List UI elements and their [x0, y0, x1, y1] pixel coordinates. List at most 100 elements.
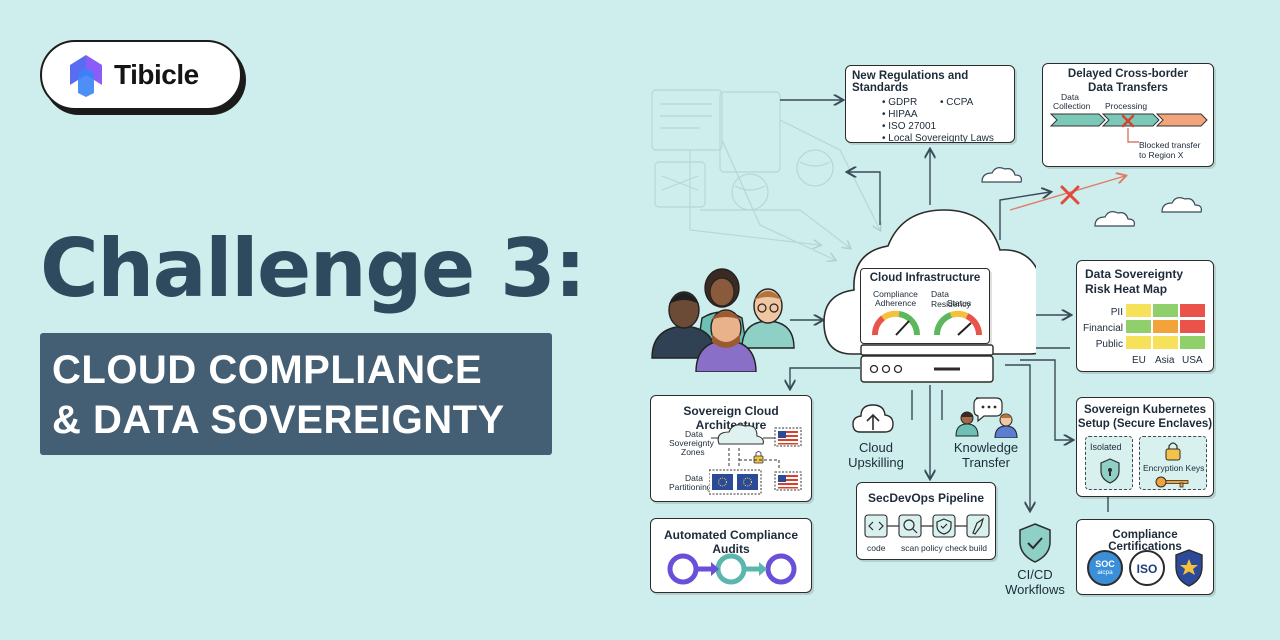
cloud-infrastructure-panel[interactable]: Cloud Infrastructure Compliance Adherenc…	[860, 268, 990, 344]
gauge-residency-label: Status	[947, 298, 972, 308]
knowledge-transfer-label: Knowledge Transfer	[944, 440, 1028, 470]
kubernetes-title-line-1: Sovereign Kubernetes	[1083, 404, 1207, 416]
certification-shield-icon[interactable]	[1173, 548, 1205, 588]
heatmap-cell	[1179, 319, 1206, 334]
iso-badge[interactable]: ISO	[1129, 550, 1165, 586]
kubernetes-title-line-2: Setup (Secure Enclaves)	[1077, 418, 1213, 430]
step-collection-label: Data	[1061, 92, 1079, 102]
heatmap-row-label: Financial	[1082, 323, 1123, 334]
regulation-item: • ISO 27001	[882, 121, 937, 132]
pipeline-step-label: scan	[901, 543, 919, 553]
gauge-residency-icon	[933, 310, 983, 336]
cloud-upskilling-line: Upskilling	[848, 455, 904, 470]
heatmap-cell	[1179, 303, 1206, 318]
regulations-title: New Regulations and Standards	[852, 70, 969, 94]
subtitle-box: CLOUD COMPLIANCE & DATA SOVEREIGNTY	[40, 333, 552, 455]
step-collection-label: Collection	[1053, 101, 1091, 111]
brand-logo[interactable]: Tibicle	[40, 40, 242, 110]
headline: Challenge 3:	[40, 222, 586, 315]
lock-icon	[1165, 442, 1181, 461]
regulations-box[interactable]: New Regulations and Standards • GDPR • C…	[845, 65, 1015, 144]
audits-title: Automated Compliance Audits	[663, 528, 798, 556]
heatmap-title-line-2: Risk Heat Map	[1085, 282, 1168, 296]
heatmap-col-label: EU	[1132, 355, 1146, 366]
blocked-transfer-label: to Region X	[1139, 150, 1184, 160]
step-processing-label: Processing	[1105, 101, 1148, 111]
heatmap-cell	[1152, 319, 1179, 334]
blocked-transfer-label: Blocked transfer	[1139, 140, 1201, 150]
cloud-upload-icon	[852, 404, 894, 433]
risk-heatmap-box[interactable]: Data Sovereignty Risk Heat Map PII Finan…	[1076, 260, 1214, 372]
soc-badge-text: SOC	[1095, 559, 1115, 569]
compliance-certifications-box[interactable]: Compliance Certifications SOC aicpa ISO	[1076, 519, 1214, 595]
zones-label: Zones	[681, 447, 705, 457]
heatmap-cell	[1125, 335, 1152, 350]
transfers-box[interactable]: Delayed Cross-border Data Transfers Data…	[1042, 63, 1214, 167]
regulation-item: • Local Sovereignty Laws	[882, 133, 994, 144]
architecture-title: Sovereign Cloud Architecture	[683, 404, 779, 432]
heatmap-row-label: PII	[1110, 307, 1123, 318]
regulation-item: • CCPA	[940, 97, 974, 108]
encryption-enclave: Encryption Keys	[1139, 436, 1207, 490]
transfer-flow-arrows	[1049, 113, 1208, 143]
zones-label: Sovereignty	[669, 438, 714, 448]
audit-cycle-icon	[667, 553, 797, 585]
transfers-title-line-2: Data Transfers	[1088, 82, 1168, 94]
tibicle-logo-icon	[70, 55, 102, 97]
heatmap-cell	[1125, 319, 1152, 334]
heatmap-grid	[1125, 303, 1207, 351]
cloud-upskilling-line: Cloud	[859, 440, 893, 455]
compliance-audits-box[interactable]: Automated Compliance Audits	[650, 518, 812, 593]
secdevops-title: SecDevOps Pipeline	[867, 491, 985, 505]
cloud-infrastructure-title: Cloud Infrastructure	[869, 272, 981, 284]
knowledge-transfer-line: Transfer	[962, 455, 1010, 470]
heatmap-cell	[1152, 335, 1179, 350]
blocked-x-icon	[1060, 185, 1080, 205]
shield-icon	[1100, 458, 1120, 484]
sovereign-architecture-box[interactable]: Sovereign Cloud Architecture Data Sovere…	[650, 395, 812, 502]
cicd-line: CI/CD	[1017, 567, 1053, 582]
encryption-keys-label: Encryption Keys	[1143, 463, 1205, 473]
small-clouds	[981, 167, 1202, 227]
soc-badge-subtext: aicpa	[1097, 569, 1113, 576]
heatmap-cell	[1179, 335, 1206, 350]
pipeline-step-label: build	[969, 543, 987, 553]
isolated-label: Isolated	[1090, 442, 1122, 452]
regulation-item: • GDPR	[882, 97, 918, 108]
cicd-shield-icon	[1019, 523, 1051, 563]
brand-name: Tibicle	[114, 59, 199, 90]
regulation-item: • HIPAA	[882, 109, 918, 120]
partitioning-label: Data	[685, 473, 703, 483]
gauge-residency-label: Data Residency	[931, 289, 971, 309]
pipeline-steps-icon	[864, 514, 990, 538]
gauge-compliance-icon	[872, 310, 921, 336]
architecture-illustration	[709, 424, 802, 495]
secdevops-pipeline-box[interactable]: SecDevOps Pipeline code scan policy chec…	[856, 482, 996, 560]
gauge-compliance-label: Adherence	[875, 298, 917, 308]
heatmap-cell	[1152, 303, 1179, 318]
subtitle-line-1: CLOUD COMPLIANCE	[52, 348, 483, 392]
certifications-title: Compliance Certifications	[1108, 529, 1182, 553]
isolated-enclave: Isolated	[1085, 436, 1133, 490]
heatmap-col-label: USA	[1182, 355, 1203, 366]
team-people-icon	[651, 268, 795, 372]
gauge-compliance-label: Compliance	[873, 289, 918, 299]
subtitle-line-2: & DATA SOVEREIGNTY	[52, 398, 505, 442]
heatmap-row-label: Public	[1095, 339, 1123, 350]
zones-label: Data	[685, 429, 703, 439]
key-icon	[1155, 476, 1189, 488]
sovereign-kubernetes-box[interactable]: Sovereign Kubernetes Setup (Secure Encla…	[1076, 397, 1214, 497]
iso-badge-text: ISO	[1136, 562, 1158, 576]
heatmap-col-label: Asia	[1155, 355, 1175, 366]
faded-background-sketch	[651, 89, 880, 260]
cloud-upskilling-label: Cloud Upskilling	[836, 440, 916, 470]
soc-badge[interactable]: SOC aicpa	[1087, 550, 1123, 586]
cicd-label: CI/CD Workflows	[995, 567, 1075, 597]
pipeline-step-label: code	[867, 543, 886, 553]
knowledge-transfer-icon	[955, 397, 1018, 438]
server-unit-icon	[860, 344, 994, 383]
heatmap-cell	[1125, 303, 1152, 318]
heatmap-title-line-1: Data Sovereignty	[1085, 267, 1184, 281]
partitioning-label: Partitioning	[669, 482, 712, 492]
